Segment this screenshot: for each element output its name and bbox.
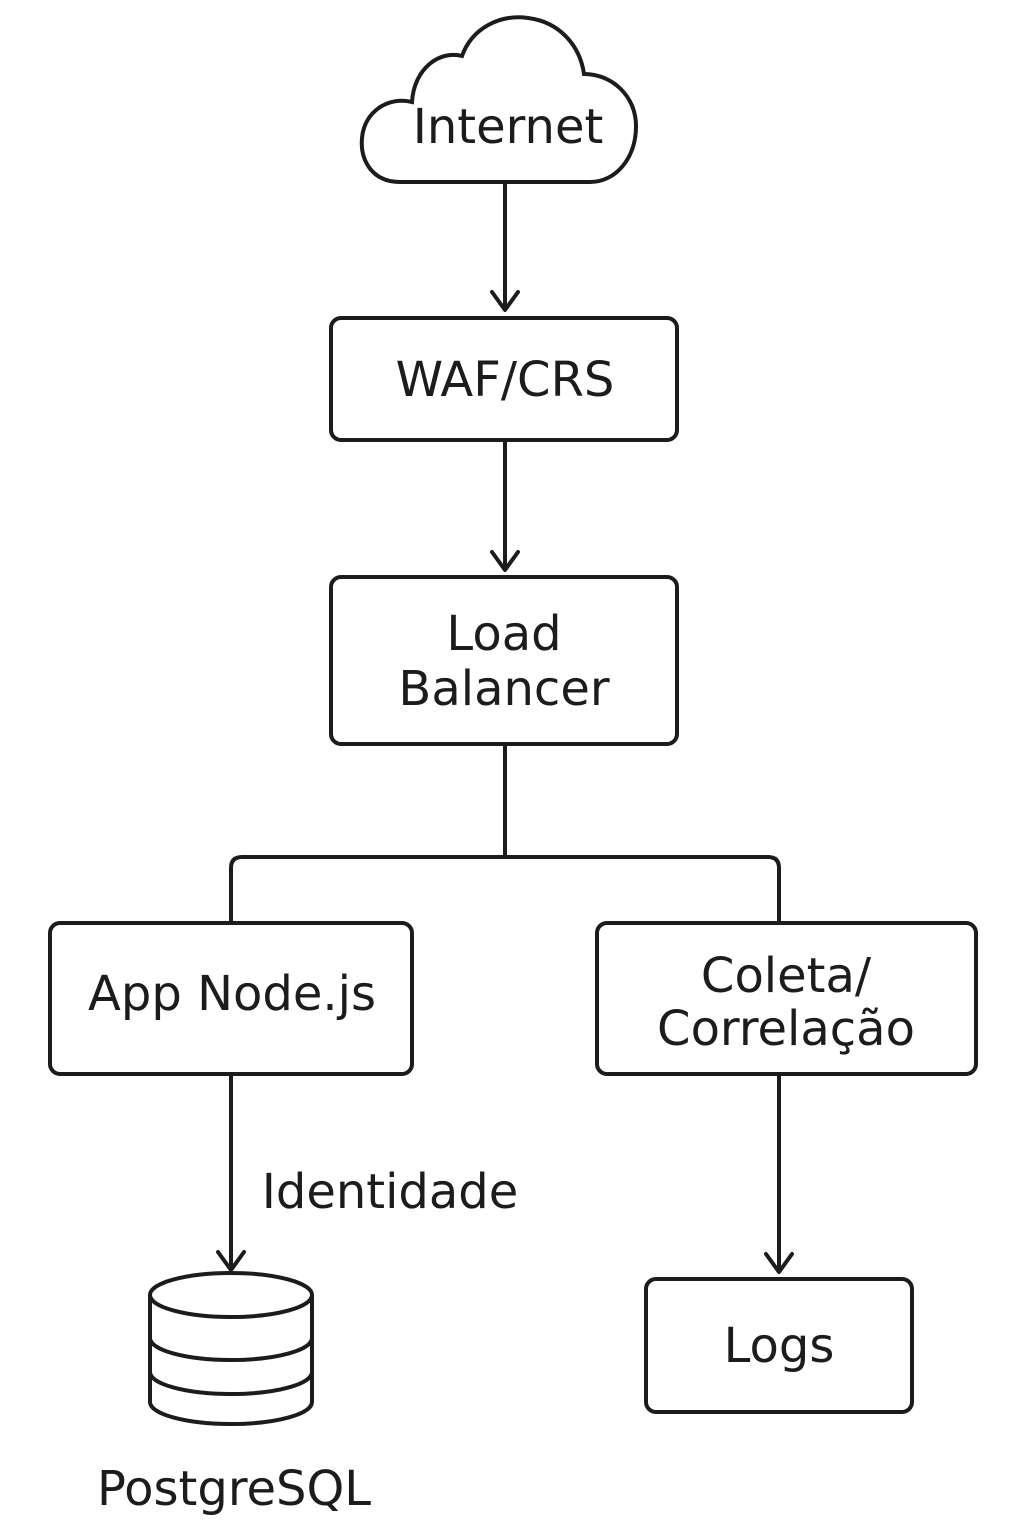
edge-waf-to-load-balancer bbox=[490, 440, 520, 572]
coleta-label-line2: Correlação bbox=[657, 1001, 915, 1057]
logs-label: Logs bbox=[724, 1318, 835, 1374]
load-balancer-label-line2: Balancer bbox=[398, 661, 609, 717]
arrowhead-icon bbox=[764, 1252, 794, 1274]
app-node: App Node.js bbox=[48, 921, 414, 1076]
load-balancer-label-line1: Load bbox=[446, 606, 561, 662]
arrowhead-icon bbox=[216, 1250, 246, 1272]
waf-node: WAF/CRS bbox=[329, 316, 679, 442]
internet-label: Internet bbox=[413, 99, 604, 155]
postgres-label: PostgreSQL bbox=[97, 1461, 371, 1517]
arrowhead-icon bbox=[490, 290, 520, 312]
arrowhead-icon bbox=[490, 550, 520, 572]
edge-app-to-postgres: Identidade bbox=[216, 1074, 519, 1272]
edge-label-identidade: Identidade bbox=[262, 1164, 519, 1220]
internet-node: Internet bbox=[359, 15, 639, 184]
postgres-node: PostgreSQL bbox=[97, 1271, 371, 1517]
logs-node: Logs bbox=[644, 1277, 914, 1414]
database-icon bbox=[148, 1271, 314, 1426]
coleta-label-line1: Coleta/ bbox=[701, 948, 872, 1004]
app-label: App Node.js bbox=[88, 966, 376, 1022]
coleta-node: Coleta/ Correlação bbox=[595, 921, 978, 1076]
edge-coleta-to-logs bbox=[764, 1074, 794, 1274]
waf-label: WAF/CRS bbox=[396, 352, 615, 408]
edge-load-balancer-branch bbox=[229, 742, 781, 924]
load-balancer-node: Load Balancer bbox=[329, 575, 679, 746]
cloud-icon bbox=[359, 15, 639, 184]
edge-internet-to-waf bbox=[490, 182, 520, 312]
